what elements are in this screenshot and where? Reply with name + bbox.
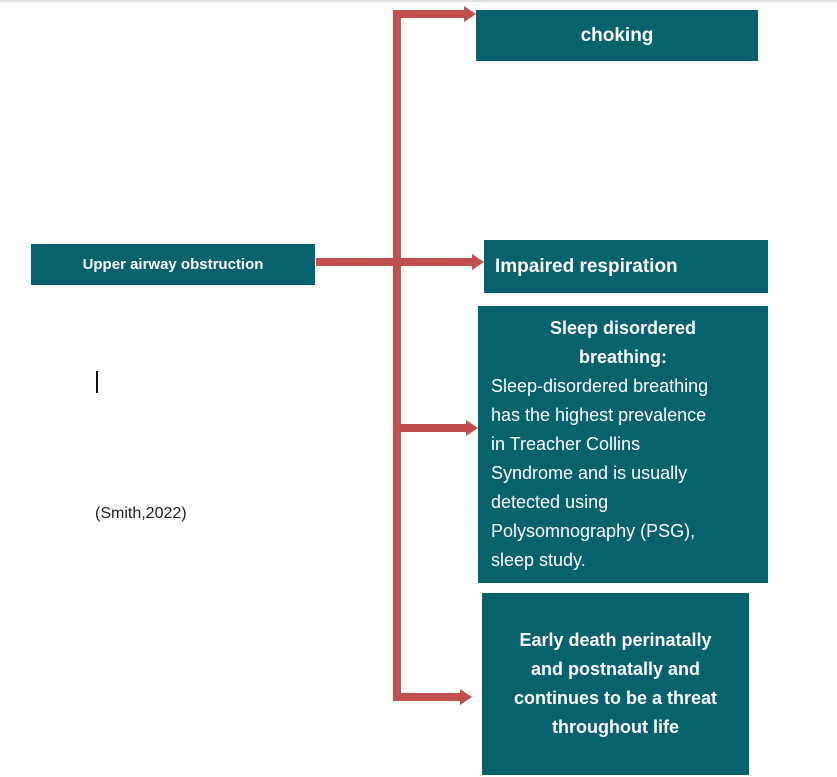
connector-to-choking bbox=[393, 10, 466, 18]
connector-to-sleep bbox=[397, 424, 468, 432]
node-upper-airway-obstruction: Upper airway obstruction bbox=[31, 244, 315, 285]
node-label: Upper airway obstruction bbox=[82, 256, 264, 273]
node-sleep-disordered-breathing: Sleep disordered breathing: Sleep-disord… bbox=[478, 306, 768, 583]
node-impaired-respiration: Impaired respiration bbox=[484, 240, 768, 293]
citation-text: (Smith,2022) bbox=[95, 505, 187, 522]
node-body-text: Sleep-disordered breathing has the highe… bbox=[491, 376, 709, 570]
connector-to-early-death bbox=[393, 693, 462, 701]
node-early-death: Early death perinatally and postnatally … bbox=[482, 593, 749, 775]
arrowhead-icon bbox=[464, 6, 476, 22]
node-label: choking bbox=[580, 24, 654, 46]
connector-root-to-impaired bbox=[316, 258, 474, 266]
arrowhead-icon bbox=[466, 420, 478, 436]
connector-vertical-line bbox=[393, 10, 401, 701]
page-top-border bbox=[0, 0, 837, 2]
text-cursor bbox=[96, 371, 98, 393]
node-label: Early death perinatally and postnatally … bbox=[513, 630, 718, 737]
arrowhead-icon bbox=[472, 254, 484, 270]
arrowhead-icon bbox=[460, 689, 472, 705]
node-label: Impaired respiration bbox=[495, 255, 678, 277]
node-title: Sleep disordered breathing: bbox=[549, 318, 697, 367]
node-choking: choking bbox=[476, 10, 758, 61]
